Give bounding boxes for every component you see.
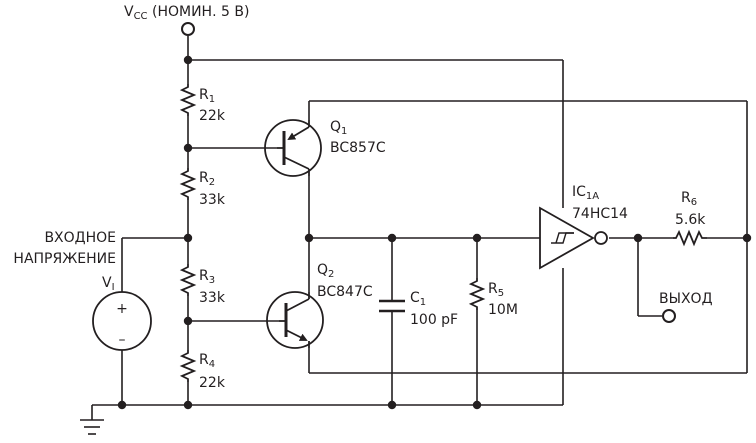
- q1-pnp-transistor-icon: [264, 119, 322, 177]
- r4-resistor-icon: [179, 350, 197, 382]
- junction-dot: [633, 233, 643, 243]
- r4-value: 22k: [199, 375, 226, 391]
- r4-label: R4: [199, 352, 215, 370]
- input-label-line2: НАПРЯЖЕНИЕ: [13, 251, 116, 267]
- junction-dot: [183, 55, 193, 65]
- output-label: ВЫХОД: [659, 291, 713, 307]
- r2-label: R2: [199, 170, 215, 188]
- r5-label: R5: [488, 281, 504, 299]
- c1-value: 100 pF: [410, 312, 458, 328]
- r5-value: 10M: [488, 302, 518, 318]
- r6-resistor-icon: [673, 229, 707, 247]
- vcc-label: VCC (НОМИН. 5 В): [124, 4, 249, 22]
- source-label: VI: [102, 275, 115, 293]
- q1-label: Q1: [330, 119, 347, 137]
- junction-dot: [472, 400, 482, 410]
- vcc-terminal-icon: [181, 22, 195, 36]
- q2-part: BC847C: [317, 284, 373, 300]
- input-voltage-source-icon: + –: [92, 291, 152, 351]
- junction-dot: [742, 233, 752, 243]
- ic-label: IC1A: [572, 184, 599, 202]
- q2-npn-transistor-icon: [266, 291, 324, 349]
- junction-dot: [387, 233, 397, 243]
- r3-resistor-icon: [179, 264, 197, 296]
- r6-label: R6: [681, 190, 697, 208]
- output-terminal-icon: [662, 309, 676, 323]
- wires: [91, 36, 748, 420]
- c1-label: C1: [410, 290, 426, 308]
- r2-resistor-icon: [179, 168, 197, 200]
- q1-part: BC857C: [330, 140, 386, 156]
- q2-label: Q2: [317, 262, 334, 280]
- junction-dot: [472, 233, 482, 243]
- ic1a-schmitt-inverter-icon: [539, 206, 608, 270]
- r1-resistor-icon: [179, 84, 197, 116]
- junction-dot: [387, 400, 397, 410]
- junction-dot: [183, 143, 193, 153]
- r3-label: R3: [199, 268, 215, 286]
- input-label-line1: ВХОДНОЕ: [44, 230, 116, 246]
- junctions: [117, 55, 752, 410]
- source-minus-sign: –: [119, 332, 126, 348]
- r2-value: 33k: [199, 192, 226, 208]
- junction-dot: [183, 400, 193, 410]
- junction-dot: [117, 400, 127, 410]
- junction-dot: [183, 233, 193, 243]
- r3-value: 33k: [199, 290, 226, 306]
- junction-dot: [183, 316, 193, 326]
- r1-value: 22k: [199, 108, 226, 124]
- c1-capacitor-icon: [379, 299, 405, 313]
- r6-value: 5.6k: [675, 212, 706, 228]
- junction-dot: [304, 233, 314, 243]
- r1-label: R1: [199, 87, 215, 105]
- r5-resistor-icon: [468, 278, 486, 310]
- source-plus-sign: +: [116, 301, 128, 317]
- ground-icon: [80, 419, 104, 435]
- ic-part: 74HC14: [572, 206, 628, 222]
